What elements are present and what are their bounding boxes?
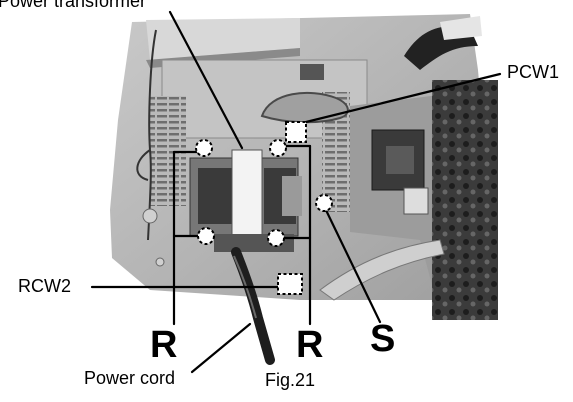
- chassis-hole-2: [155, 257, 165, 267]
- leader-power-cord: [190, 322, 252, 374]
- leader-s: [322, 204, 382, 324]
- screw-marker-icon: [195, 139, 213, 157]
- board-strip: [440, 16, 482, 40]
- label-s: S: [370, 318, 396, 360]
- screw-marker-icon: [197, 227, 215, 245]
- screw-marker-icon: [315, 194, 333, 212]
- label-power-cord: Power cord: [84, 368, 176, 388]
- board-chip-inner: [386, 146, 414, 174]
- connector-marker-icon: [277, 273, 303, 295]
- screw-marker-icon: [267, 229, 285, 247]
- wire-left-loop: [136, 149, 151, 181]
- power-cord-cable: [231, 247, 275, 365]
- label-pcw1: PCW1: [507, 62, 560, 82]
- leader-power-transformer: [168, 10, 244, 150]
- label-r-right: R: [296, 324, 324, 366]
- figure-caption: Fig.21: [265, 370, 316, 390]
- label-power-transformer: Power transformer: [0, 0, 147, 11]
- transformer-core: [231, 149, 263, 243]
- power-cord-highlight: [233, 255, 257, 319]
- label-r-left: R: [150, 324, 178, 366]
- board-connector: [403, 187, 429, 215]
- small-component: [300, 64, 324, 80]
- transformer-coil-left: [198, 168, 234, 224]
- label-rcw2: RCW2: [18, 276, 71, 296]
- chassis-ridge: [146, 18, 300, 60]
- connector-marker-icon: [285, 121, 307, 143]
- leader-pcw1: [304, 72, 502, 124]
- wire-left: [147, 29, 157, 241]
- transformer-tab-right: [282, 176, 302, 216]
- screw-marker-icon: [269, 139, 287, 157]
- board-components-edge: [432, 80, 498, 320]
- chassis-hole: [142, 208, 158, 224]
